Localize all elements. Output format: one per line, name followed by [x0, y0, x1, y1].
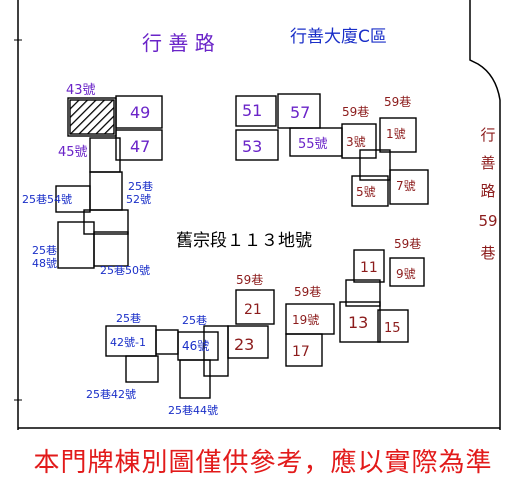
label-59a: 59巷 — [342, 105, 369, 119]
disclaimer-caption: 本門牌棟別圖僅供參考，應以實際為準 — [33, 448, 493, 478]
label-25d: 25巷 — [182, 314, 207, 327]
label-59b: 59巷 — [384, 95, 411, 109]
unit-1 — [379, 117, 417, 153]
label-59c: 59巷 — [394, 237, 421, 251]
unit-15 — [377, 309, 409, 343]
unit-9 — [389, 257, 425, 287]
label-21: 21 — [244, 302, 262, 318]
label-59d: 59巷 — [236, 273, 263, 287]
label-51: 51 — [242, 101, 262, 120]
unit-link-e — [345, 279, 381, 307]
road-right-char-5: 巷 — [480, 244, 495, 262]
unit-3 — [341, 123, 377, 159]
unit-7 — [389, 169, 429, 205]
label-52: 52號 — [126, 193, 151, 206]
unit-42 — [125, 355, 159, 383]
label-53: 53 — [242, 137, 262, 156]
label-5: 5號 — [356, 185, 376, 199]
label-23: 23 — [234, 335, 254, 354]
road-right-char-1: 行 — [480, 126, 495, 144]
unit-13 — [339, 301, 381, 343]
label-57: 57 — [290, 103, 310, 122]
unit-48 — [57, 221, 95, 269]
unit-11 — [353, 249, 385, 283]
label-42-1: 42號-1 — [110, 336, 146, 349]
label-1: 1號 — [386, 127, 406, 141]
unit-47 — [115, 129, 163, 161]
label-48: 48號 — [32, 257, 57, 270]
unit-49 — [115, 95, 163, 129]
road-label-top: 行 善 路 — [142, 31, 215, 55]
road-right-char-2: 善 — [480, 154, 495, 172]
lot-edge-ticks — [14, 39, 22, 401]
label-43: 43號 — [66, 83, 96, 98]
label-17: 17 — [292, 344, 310, 360]
unit-51 — [235, 95, 277, 127]
unit-connector — [359, 149, 391, 181]
unit-54 — [55, 185, 91, 213]
label-25-42: 25巷42號 — [86, 388, 136, 401]
label-25-50: 25巷50號 — [100, 264, 150, 277]
label-45: 45號 — [58, 145, 88, 160]
label-25-54: 25巷54號 — [22, 193, 72, 206]
label-25a: 25巷 — [128, 180, 153, 193]
lot-label: 舊宗段１１３地號 — [176, 231, 312, 251]
label-47: 47 — [130, 137, 150, 156]
label-25-44: 25巷44號 — [168, 404, 218, 417]
unit-43-hatched — [69, 99, 115, 135]
unit-link-sw — [155, 329, 179, 355]
label-11: 11 — [360, 260, 378, 276]
label-46: 46號 — [182, 339, 209, 353]
label-49: 49 — [130, 103, 150, 122]
unit-link-s — [203, 325, 229, 377]
label-55: 55號 — [298, 137, 328, 152]
unit-17 — [285, 333, 323, 367]
label-15: 15 — [384, 321, 401, 336]
unit-21 — [235, 289, 275, 325]
label-9: 9號 — [396, 267, 416, 281]
label-3: 3號 — [346, 135, 366, 149]
unit-52 — [89, 171, 123, 211]
label-25b: 25巷 — [32, 244, 57, 257]
unit-53 — [235, 129, 279, 161]
unit-44 — [179, 359, 211, 399]
label-25c: 25巷 — [116, 312, 141, 325]
unit-labels: 43號 49 47 45號 51 53 57 55號 59巷 59巷 3號 1號… — [22, 83, 421, 417]
lot-boundary — [17, 0, 501, 430]
building-outlines — [55, 93, 429, 399]
unit-50 — [93, 231, 129, 267]
label-59e: 59巷 — [294, 285, 321, 299]
unit-5 — [351, 175, 389, 207]
label-19: 19號 — [292, 313, 319, 327]
building-name: 行善大廈C區 — [290, 27, 387, 47]
road-right-char-4: 59 — [478, 212, 497, 230]
road-right-char-3: 路 — [480, 182, 495, 200]
label-13: 13 — [348, 313, 368, 332]
label-7: 7號 — [396, 179, 416, 193]
road-label-right: 行 善 路 59 巷 — [478, 126, 497, 262]
